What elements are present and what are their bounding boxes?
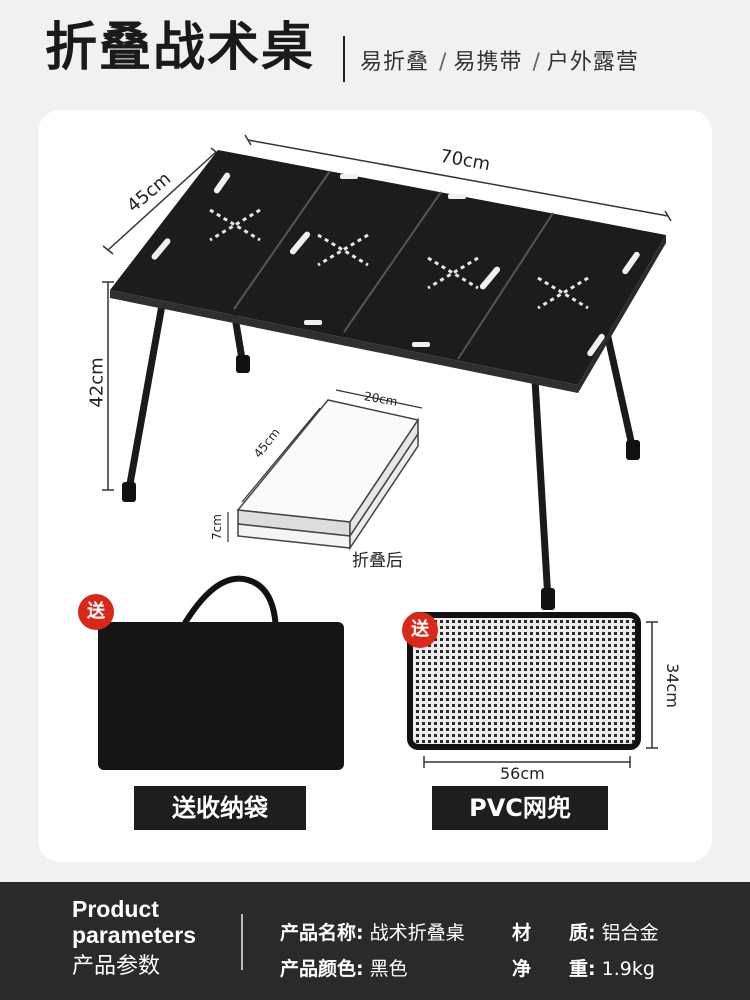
mesh-height-label: 34cm [662, 663, 682, 708]
product-parameters-footer: Product parameters 产品参数 产品名称: 战术折叠桌 材 质:… [0, 882, 750, 1000]
storage-bag-label: 送收纳袋 [134, 786, 306, 830]
pvc-mesh-illustration [407, 612, 641, 750]
dimension-lines [102, 134, 672, 491]
mesh-width-label: 56cm [500, 764, 545, 783]
gift-badge-mesh: 送 [402, 612, 438, 648]
tag-portable: 易携带 [453, 50, 523, 75]
tag-outdoor-camping: 户外露营 [546, 50, 639, 75]
gift-badge-bag: 送 [78, 594, 114, 630]
param-weight: 净 重: 1.9kg [512, 958, 655, 980]
parameters-title-cn: 产品参数 [72, 954, 161, 979]
header-divider [343, 36, 345, 82]
folded-height-label: 7cm [209, 514, 224, 540]
param-color: 产品颜色: 黑色 [280, 958, 408, 980]
tag-easy-fold: 易折叠 [360, 50, 430, 75]
folded-table-illustration [236, 399, 420, 551]
footer-divider [241, 914, 243, 970]
folded-caption: 折叠后 [352, 551, 403, 571]
table-illustration [98, 134, 672, 770]
product-title: 折叠战术桌 [45, 18, 316, 78]
param-material: 材 质: 铝合金 [512, 922, 659, 944]
header: 折叠战术桌 易折叠/易携带/户外露营 [0, 0, 750, 110]
parameters-title-en: Product parameters [72, 896, 197, 948]
dim-height-label: 42cm [86, 357, 108, 408]
feature-tags: 易折叠/易携带/户外露营 [360, 50, 639, 75]
param-name: 产品名称: 战术折叠桌 [280, 922, 465, 944]
product-image-card: 70cm 45cm 42cm 20cm 45cm 7cm 折叠后 送 送 56c… [38, 110, 712, 862]
storage-bag-illustration [98, 575, 344, 770]
pvc-mesh-label: PVC网兜 [432, 786, 608, 830]
leg-feet [122, 355, 640, 610]
table-top [110, 150, 666, 393]
